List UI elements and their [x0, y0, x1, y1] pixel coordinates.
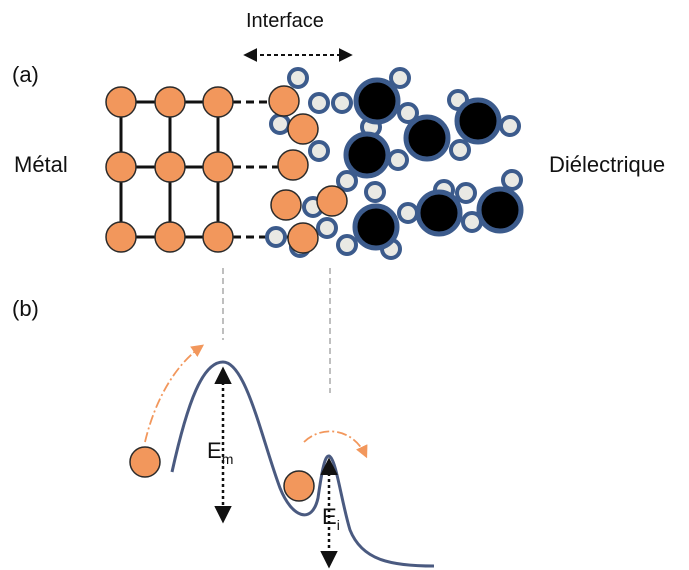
dielectric-small-atom — [389, 67, 411, 89]
projection-lines — [222, 268, 331, 393]
metal-label: Métal — [14, 152, 68, 177]
dielectric-small-atom — [269, 113, 291, 135]
dielectric-small-atom — [499, 115, 521, 137]
ei-label-sub: i — [337, 517, 340, 533]
dielectric-large-atom — [343, 131, 391, 179]
interface-metal-atom — [268, 85, 300, 117]
metal-atom — [154, 151, 186, 183]
interface-label: Interface — [246, 10, 324, 32]
metal-atom — [202, 221, 234, 253]
em-label-main: E — [207, 438, 222, 463]
dielectric-small-atom — [308, 140, 330, 162]
panel-a-label: (a) — [12, 62, 39, 87]
dielectric-small-atom — [308, 92, 330, 114]
dielectric-small-atom — [336, 170, 358, 192]
metal-atom — [202, 86, 234, 118]
metal-atom — [154, 86, 186, 118]
dielectric-small-atom — [265, 226, 287, 248]
dielectric-small-atom — [336, 234, 358, 256]
metal-atom — [154, 221, 186, 253]
interface-metal-atom — [270, 189, 302, 221]
panel-b-label: (b) — [12, 296, 39, 321]
dielectric-large-atom — [353, 77, 401, 125]
metal-atom — [105, 86, 137, 118]
dielectric-large-atom — [403, 114, 451, 162]
dielectric-small-atom — [287, 67, 309, 89]
dielectric-small-atom — [331, 92, 353, 114]
hop-arrow-over-metal-barrier — [144, 344, 205, 443]
dielectric-label: Diélectrique — [549, 152, 666, 177]
metal-atom — [202, 151, 234, 183]
dielectric-small-atom — [501, 169, 523, 191]
dielectric-small-atom — [387, 149, 409, 171]
dielectric-small-atom — [455, 182, 477, 204]
dielectric-large-atom — [352, 203, 400, 251]
dielectric-large-atom — [476, 186, 524, 234]
hop-arrow-over-interface-barrier — [303, 430, 368, 459]
metal-atom — [105, 151, 137, 183]
dielectric-large-atom — [454, 97, 502, 145]
ei-label: Ei — [322, 504, 340, 533]
energy-curve — [170, 360, 435, 568]
em-label: Em — [207, 438, 233, 467]
dielectric-small-atom — [364, 181, 386, 203]
interface-metal-atom — [287, 222, 319, 254]
dielectric-small-atom — [449, 139, 471, 161]
interface-metal-atom — [287, 113, 319, 145]
mobile-interface-atom — [283, 470, 315, 502]
dielectric-small-atom — [397, 102, 419, 124]
dielectric-small-atom — [316, 217, 338, 239]
interface-metal-atom — [277, 149, 309, 181]
interface-metal-atom — [316, 185, 348, 217]
dielectric-large-atom — [415, 189, 463, 237]
mobile-metal-atom — [129, 446, 161, 478]
metal-atom — [105, 221, 137, 253]
dielectric-small-atom — [397, 202, 419, 224]
em-label-sub: m — [222, 451, 234, 467]
ei-label-main: E — [322, 504, 337, 529]
